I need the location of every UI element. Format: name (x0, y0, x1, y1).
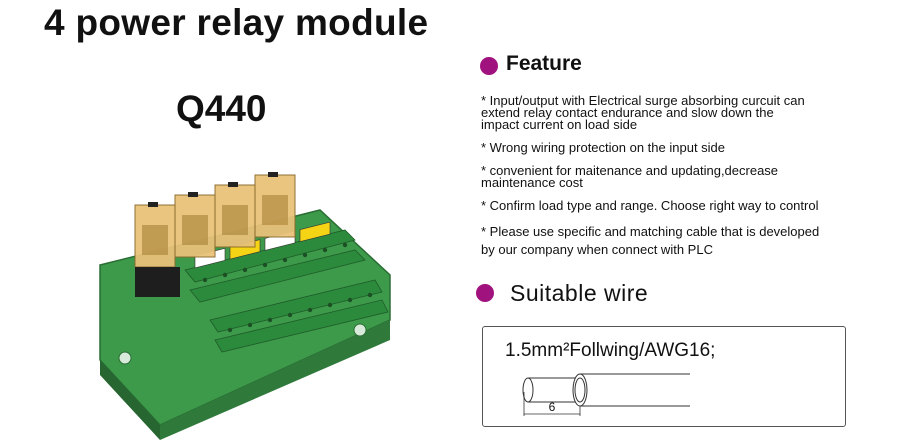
feature-heading: Feature (506, 52, 582, 75)
feature-list: * Input/output with Electrical surge abs… (481, 93, 901, 270)
feature-item: * Input/output with Electrical surge abs… (481, 93, 805, 132)
wire-spec-box (482, 326, 846, 427)
model-number: Q440 (176, 88, 267, 129)
wire-heading: Suitable wire (510, 280, 649, 306)
feature-item: * Please use specific and matching cable… (481, 224, 820, 257)
feature-item: * Wrong wiring protection on the input s… (481, 140, 726, 155)
relay-module-image (99, 172, 391, 440)
feature-item: * convenient for maitenance and updating… (481, 163, 779, 190)
feature-item: * Confirm load type and range. Choose ri… (481, 198, 819, 213)
feature-bullet-icon (480, 57, 498, 75)
page-title: 4 power relay module (44, 2, 429, 43)
wire-spec-text: 1.5mm²Follwing/AWG16; (505, 340, 716, 361)
wire-strip-length: 6 (549, 400, 556, 414)
wire-bullet-icon (476, 284, 494, 302)
wire-strip-diagram: 6 (522, 373, 690, 416)
